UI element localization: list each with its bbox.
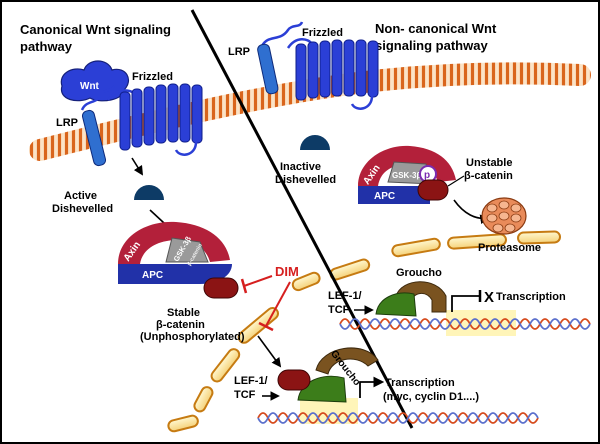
gsk-label-noncanonical: GSK-3β — [392, 171, 421, 180]
apc-label-canonical: APC — [142, 270, 163, 281]
transcription-label-canonical: Transcription(myc, cyclin D1....) — [383, 377, 479, 403]
lrp-receptor-noncanonical: LRP — [228, 21, 304, 95]
tcf-complex-canonical: Groucho — [277, 347, 379, 403]
wnt-label: Wnt — [80, 81, 100, 92]
active-dishevelled — [134, 185, 164, 200]
dim-inhibits-catenin-bar — [240, 278, 248, 294]
lrp-label-canonical: LRP — [56, 117, 78, 129]
proteasome — [481, 197, 527, 235]
arrow-catenin-to-nucleus — [257, 335, 282, 368]
nuclear-envelope — [167, 230, 562, 433]
dim-inhibits-nuclear-bar — [258, 321, 274, 332]
frizzled-receptor-canonical: Frizzled — [106, 71, 203, 156]
frizzled-label-canonical: Frizzled — [132, 71, 173, 83]
stable-beta-catenin — [203, 277, 239, 299]
frizzled-label-noncanonical: Frizzled — [302, 27, 343, 39]
gsk3b-canonical — [165, 237, 209, 263]
frizzled-receptor-noncanonical: Frizzled — [286, 27, 379, 110]
dna-noncanonical — [339, 310, 591, 336]
dim-label: DIM — [275, 264, 299, 279]
lrp-label-noncanonical: LRP — [228, 46, 250, 58]
blocked-transcription-path — [451, 295, 480, 312]
groucho-noncanonical — [395, 281, 447, 313]
tcf-complex-noncanonical — [375, 281, 447, 317]
apc-label-noncanonical: APC — [374, 191, 395, 202]
lrp-receptor-canonical: LRP — [56, 85, 116, 167]
destruction-complex-canonical: Axin GSK-3β β-catenin APC — [118, 221, 232, 284]
destruction-complex-noncanonical: Axin GSK-3β APC p — [358, 145, 456, 204]
lef1-label-noncanonical: LEF-1/TCF — [328, 290, 362, 316]
tcf-noncanonical — [375, 292, 417, 317]
lef1-label-canonical: LEF-1/TCF — [234, 375, 268, 401]
inactive-dishevelled — [300, 135, 330, 150]
dim-inhibits-catenin — [243, 275, 273, 287]
beta-catenin-nuclear — [277, 369, 311, 391]
proteasome-label: Proteasome — [478, 242, 541, 254]
arrow-lrp-to-dishevelled — [131, 157, 144, 176]
unstable-leader — [447, 175, 465, 187]
wnt-ligand: Wnt — [60, 60, 129, 102]
transcription-label-noncanonical: Transcription — [496, 291, 566, 303]
dim-inhibits-nuclear — [265, 281, 291, 327]
groucho-canonical — [315, 347, 379, 375]
phospho-label: p — [424, 170, 430, 181]
unstable-beta-catenin — [417, 179, 449, 201]
groucho-label-noncanonical: Groucho — [396, 267, 442, 279]
transcription-arrow-canonical — [359, 376, 385, 398]
block-x: X — [484, 289, 494, 306]
dna-canonical — [257, 398, 539, 424]
